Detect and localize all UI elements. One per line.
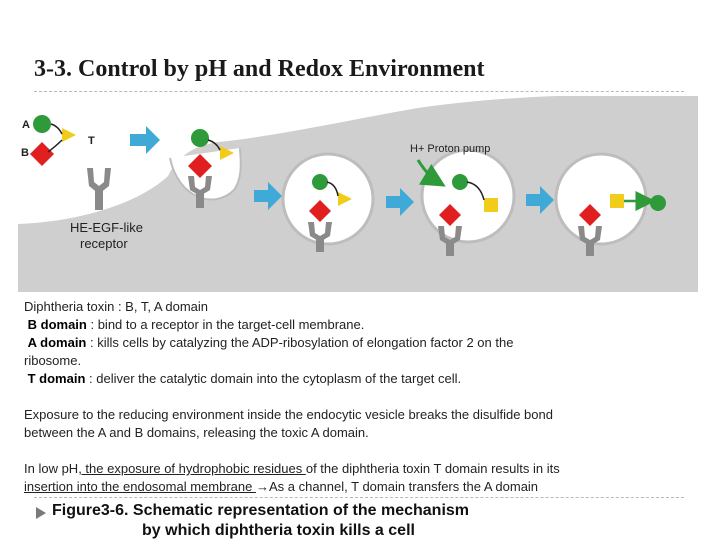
label-a: A — [22, 119, 30, 131]
t-domain-line: T domain : deliver the catalytic domain … — [24, 370, 462, 388]
figure-caption-line-1: Figure3-6. Schematic representation of t… — [52, 502, 470, 519]
proton-pump-label: H+ Proton pump — [410, 143, 490, 155]
vesicle-1-toxin — [309, 174, 352, 222]
a-domain-label: A domain — [27, 335, 87, 350]
receptor-label-line2: receptor — [80, 236, 128, 251]
b-domain-label: B domain — [27, 317, 87, 332]
t-domain-label: T domain — [27, 371, 86, 386]
process-arrow-4 — [526, 186, 554, 214]
receptor-label-line1: HE-EGF-like — [70, 220, 143, 235]
body-line-1: Diphtheria toxin : B, T, A domain — [24, 299, 209, 314]
bound-toxin — [188, 129, 234, 178]
process-arrow-2 — [254, 182, 282, 210]
membrane-pit — [169, 147, 242, 201]
b-domain-line: B domain : bind to a receptor in the tar… — [24, 316, 365, 334]
b-domain-text: : bind to a receptor in the target-cell … — [86, 317, 365, 332]
p3-text-a: In low pH — [24, 461, 79, 476]
page-title: 3-3. Control by pH and Redox Environment — [34, 56, 485, 82]
paragraph-3-line-1: In low pH, the exposure of hydrophobic r… — [24, 460, 560, 478]
process-arrow-3 — [386, 188, 414, 216]
toxin-b-domain — [30, 142, 54, 166]
diphtheria-toxin-diagram: H+ Proton pump A B T HE-EGF-like recepto… — [18, 96, 698, 292]
p3-text-e: →As a channel, T domain transfers the A … — [255, 479, 539, 494]
a-domain-line: A domain : kills cells by catalyzing the… — [24, 334, 514, 352]
toxin-t-domain — [62, 128, 76, 142]
label-t: T — [88, 135, 95, 147]
figure-caption-line-2: by which diphtheria toxin kills a cell — [142, 522, 415, 539]
paragraph-3-line-2: insertion into the endosomal membrane →A… — [24, 478, 538, 496]
t-domain-text: : deliver the catalytic domain into the … — [85, 371, 462, 386]
caption-divider — [34, 497, 684, 498]
process-arrow-1 — [130, 126, 160, 154]
proton-arrow — [416, 159, 446, 187]
p3-text-b: , the exposure of hydrophobic residues — [78, 461, 306, 476]
a-domain-line-2: ribosome. — [24, 353, 82, 368]
vesicle-2-toxin — [439, 174, 498, 226]
a-domain-text: : kills cells by catalyzing the ADP-ribo… — [86, 335, 514, 350]
vesicle-1 — [281, 152, 375, 246]
p3-text-c: of the diphtheria toxin T domain results… — [305, 461, 560, 476]
label-b: B — [21, 147, 29, 159]
toxin-a-domain — [33, 115, 51, 133]
receptor-icon — [87, 168, 111, 210]
p3-text-d: insertion into the endosomal membrane — [24, 479, 256, 494]
bullet-triangle-icon — [36, 507, 46, 519]
paragraph-2-line-1: Exposure to the reducing environment ins… — [24, 407, 553, 422]
paragraph-2-line-2: between the A and B domains, releasing t… — [24, 425, 369, 440]
vesicle-2 — [420, 148, 516, 244]
title-divider — [34, 91, 684, 92]
vesicle-3-toxin — [579, 191, 666, 226]
